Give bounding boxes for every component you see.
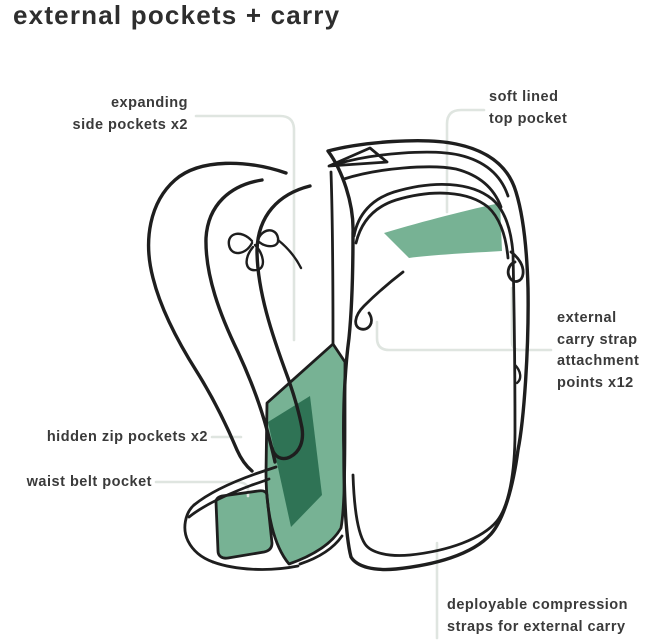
front-panel-seam-inner — [354, 191, 510, 260]
label-line: hidden zip pockets x2 — [46, 429, 208, 445]
label-line: straps for external carry — [447, 618, 626, 635]
callout-expanding-side — [194, 114, 296, 342]
callout-lines — [154, 108, 553, 640]
backpack-fills — [148, 140, 529, 570]
label-line: attachment — [557, 353, 640, 369]
belt-end-cap — [183, 503, 215, 564]
attachment-hook-left — [354, 270, 405, 331]
belt-bottom-edge — [211, 560, 300, 571]
main-body-outline — [326, 139, 530, 572]
callout-soft-lined — [445, 108, 486, 214]
top-handle — [327, 146, 389, 168]
label-expanding-side-pockets: expanding side pockets x2 — [73, 93, 189, 136]
label-compression-straps: deployable compression straps for extern… — [447, 595, 628, 638]
label-soft-lined-top-pocket: soft lined top pocket — [489, 87, 567, 130]
label-line: waist belt pocket — [26, 474, 152, 490]
shoulder-strap-outer — [204, 178, 277, 464]
gusset-seam — [329, 170, 335, 346]
label-line: external — [557, 310, 617, 326]
label-hidden-zip-pockets: hidden zip pockets x2 — [47, 427, 208, 449]
hidden-zip-highlight — [268, 396, 322, 527]
label-line: expanding — [110, 95, 188, 111]
label-line: deployable compression — [447, 597, 629, 613]
belt-band-line — [187, 477, 271, 519]
strap-cluster-loop2 — [245, 243, 265, 272]
waist-pocket-outline — [214, 489, 274, 560]
label-line: top pocket — [489, 110, 568, 127]
label-line: points x12 — [557, 374, 634, 391]
attachment-notch — [513, 363, 522, 385]
label-waist-belt-pocket: waist belt pocket — [27, 472, 152, 494]
strap-cluster-loop1 — [227, 232, 254, 255]
lid-seam-upper — [335, 150, 510, 198]
backpack-linework — [146, 139, 530, 572]
belt-top-edge — [192, 465, 278, 507]
belt-to-pack-seam — [298, 534, 344, 566]
callout-attachment-main — [375, 320, 553, 352]
strap-cluster-loop3 — [256, 229, 280, 248]
back-silhouette — [146, 161, 288, 473]
waist-pocket-highlight — [216, 490, 272, 559]
label-line: side pockets x2 — [72, 116, 188, 133]
lid-seam-lower — [342, 165, 503, 209]
label-line: soft lined — [489, 89, 559, 105]
label-carry-strap-points: external carry strap attachment points x… — [557, 308, 639, 394]
page-title: external pockets + carry — [13, 0, 341, 30]
label-line: carry strap — [557, 331, 638, 348]
strap-cluster-tail — [276, 238, 303, 270]
shoulder-strap-inner — [255, 184, 312, 461]
front-panel-seam — [351, 183, 517, 557]
top-pocket-highlight — [384, 203, 502, 258]
attachment-hook-right — [506, 250, 525, 283]
